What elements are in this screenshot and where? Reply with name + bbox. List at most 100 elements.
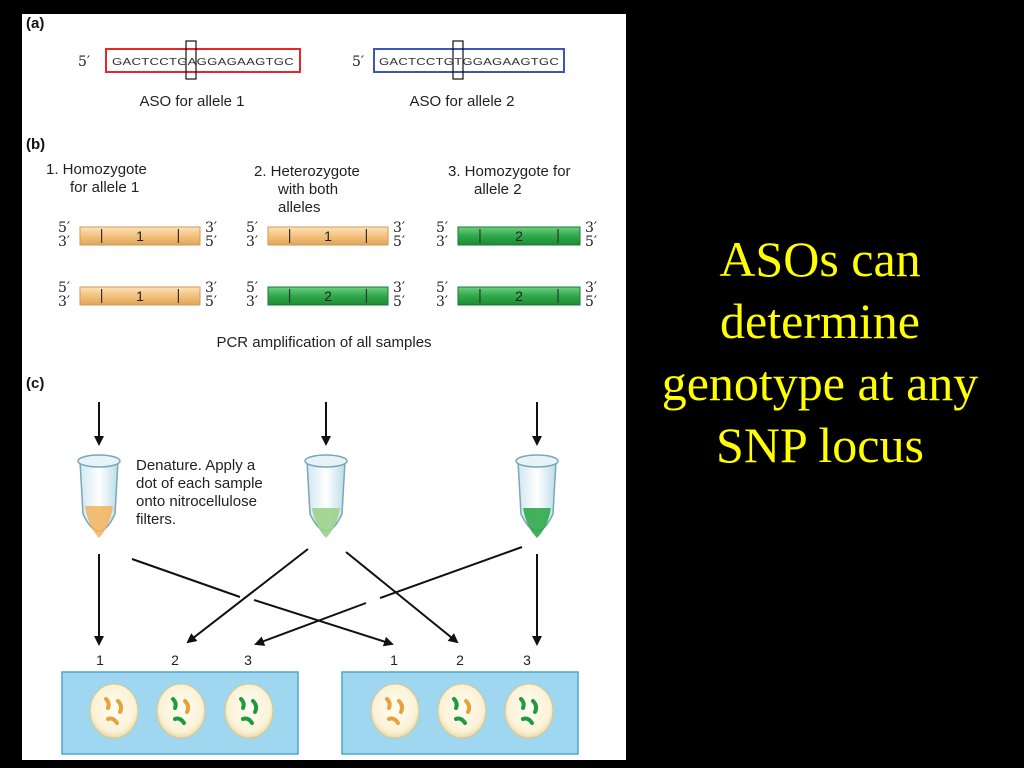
instruction-line2: dot of each sample — [136, 475, 263, 492]
instruction-line4: filters. — [136, 511, 176, 528]
hyb-dot-2-strand-1 — [171, 697, 178, 710]
hyb-dot-3-strand-3 — [241, 716, 254, 725]
tube-sample3 — [515, 454, 559, 538]
aso2-sequence: GACTCCTGTGGAGAAGTGC — [379, 56, 559, 68]
pcr-bar-end-sample3-row2-4: 5′ — [585, 294, 597, 310]
hyb-dot-3 — [224, 683, 274, 739]
hyb-dot-1 — [89, 683, 139, 739]
hyb-dot-2 — [156, 683, 206, 739]
pcr-bar-sample2-row2 — [267, 286, 389, 306]
pcr-bar-sample1-row1 — [79, 226, 201, 246]
hyb-dot-6-strand-2 — [531, 699, 539, 714]
hyb-dot-1-strand-2 — [116, 699, 124, 714]
pcr-bar-end-sample2-row2-3: 3′ — [393, 280, 405, 296]
pcr-bar-end-sample2-row2-4: 5′ — [393, 294, 405, 310]
arrow-s3-left-a — [379, 546, 523, 599]
right-filter-num-2: 2 — [456, 652, 464, 668]
pcr-bar-end-sample1-row1-3: 3′ — [205, 220, 217, 236]
pcr-bar-end-sample1-row2-2: 3′ — [58, 294, 70, 310]
hyb-dot-2-strand-3 — [173, 716, 186, 725]
panel-c-label: (c) — [26, 375, 44, 392]
sample3-title-line2: allele 2 — [474, 181, 522, 198]
pcr-bar-label-sample2-row2: 2 — [324, 288, 332, 304]
right-filter-num-3: 3 — [523, 652, 531, 668]
hyb-dot-4 — [370, 683, 420, 739]
pcr-bar-end-sample1-row1-4: 5′ — [205, 234, 217, 250]
pcr-bar-end-sample3-row1-1: 5′ — [436, 220, 448, 236]
pcr-bar-end-sample3-row2-3: 3′ — [585, 280, 597, 296]
pcr-bar-end-sample3-row1-4: 5′ — [585, 234, 597, 250]
pcr-bar-end-sample2-row1-2: 3′ — [246, 234, 258, 250]
pcr-bar-end-sample3-row1-3: 3′ — [585, 220, 597, 236]
pcr-bar-end-sample2-row1-4: 5′ — [393, 234, 405, 250]
arrow-s2-left-filter — [186, 548, 309, 644]
hyb-dot-3-strand-1 — [239, 697, 246, 710]
aso1-snp-marker — [185, 40, 197, 80]
pcr-bar-end-sample3-row1-2: 3′ — [436, 234, 448, 250]
hyb-dot-4-strand-1 — [385, 697, 392, 710]
pcr-caption: PCR amplification of all samples — [216, 334, 431, 351]
arrow-s2-right-filter — [345, 551, 459, 644]
hyb-dot-2-strand-2 — [183, 699, 191, 714]
pcr-bar-end-sample3-row2-1: 5′ — [436, 280, 448, 296]
left-filter-num-1: 1 — [96, 652, 104, 668]
hyb-dot-1-strand-3 — [106, 716, 119, 725]
pcr-bar-end-sample3-row2-2: 3′ — [436, 294, 448, 310]
right-filter-num-1: 1 — [390, 652, 398, 668]
pcr-product-bars: 15′3′3′5′15′3′3′5′15′3′3′5′25′3′3′5′25′3… — [58, 220, 597, 310]
aso2-five-prime: 5′ — [352, 54, 364, 70]
left-filter-num-3: 3 — [244, 652, 252, 668]
arrow-s3-left-b — [254, 602, 367, 646]
sample3-title-line1: 3. Homozygote for — [448, 163, 571, 180]
pcr-bar-label-sample1-row1: 1 — [136, 228, 144, 244]
distribution-arrows — [94, 546, 542, 647]
pcr-bar-end-sample1-row1-1: 5′ — [58, 220, 70, 236]
panel-b-label: (b) — [26, 136, 45, 153]
sample2-title-line1: 2. Heterozygote — [254, 163, 360, 180]
pcr-bar-label-sample3-row1: 2 — [515, 228, 523, 244]
hyb-dot-1-strand-1 — [104, 697, 111, 710]
pcr-bar-end-sample2-row1-3: 3′ — [393, 220, 405, 236]
left-filter-num-2: 2 — [171, 652, 179, 668]
hyb-dot-4-strand-3 — [387, 716, 400, 725]
hyb-dot-4-strand-2 — [397, 699, 405, 714]
hyb-dot-5-strand-2 — [464, 699, 472, 714]
aso1-five-prime: 5′ — [78, 54, 90, 70]
tube-sample2 — [304, 454, 348, 538]
sample1-title-line2: for allele 1 — [70, 179, 139, 196]
tube-sample1 — [77, 454, 121, 538]
pcr-bar-label-sample1-row2: 1 — [136, 288, 144, 304]
pcr-bar-sample3-row2 — [457, 286, 581, 306]
aso1-sequence: GACTCCTGAGGAGAAGTGC — [112, 56, 294, 68]
pcr-bar-sample3-row1 — [457, 226, 581, 246]
instruction-line3: onto nitrocellulose — [136, 493, 257, 510]
aso2-snp-marker — [452, 40, 464, 80]
figure-canvas: (a) 5′ GACTCCTGAGGAGAAGTGC ASO for allel… — [26, 15, 597, 755]
pcr-bar-end-sample2-row2-2: 3′ — [246, 294, 258, 310]
sample1-title-line1: 1. Homozygote — [46, 161, 147, 178]
pcr-bar-end-sample1-row2-4: 5′ — [205, 294, 217, 310]
hyb-dot-5-strand-1 — [452, 697, 459, 710]
hyb-dot-3-strand-2 — [251, 699, 259, 714]
pcr-bar-end-sample1-row2-1: 5′ — [58, 280, 70, 296]
hyb-dot-6-strand-3 — [521, 716, 534, 725]
pcr-bar-end-sample2-row2-1: 5′ — [246, 280, 258, 296]
aso2-caption: ASO for allele 2 — [409, 93, 514, 110]
hyb-dot-6-strand-1 — [519, 697, 526, 710]
hyb-dot-5-strand-3 — [454, 716, 467, 725]
slide-title: ASOs can determine genotype at any SNP l… — [661, 231, 979, 473]
aso1-sequence-box — [105, 48, 301, 73]
panel-a-label: (a) — [26, 15, 44, 32]
pcr-bar-sample2-row1 — [267, 226, 389, 246]
instruction-line1: Denature. Apply a — [136, 457, 256, 474]
sample2-title-line2: with both — [277, 181, 338, 198]
pcr-bar-end-sample1-row2-3: 3′ — [205, 280, 217, 296]
arrow-s1-right-a — [131, 558, 241, 598]
genotyping-figure: (a) 5′ GACTCCTGAGGAGAAGTGC ASO for allel… — [22, 14, 626, 760]
pcr-bar-label-sample3-row2: 2 — [515, 288, 523, 304]
pcr-bar-label-sample2-row1: 1 — [324, 228, 332, 244]
aso2-sequence-box — [373, 48, 565, 73]
hyb-dot-6 — [504, 683, 554, 739]
aso1-caption: ASO for allele 1 — [139, 93, 244, 110]
arrow-s1-right-b — [253, 599, 394, 647]
